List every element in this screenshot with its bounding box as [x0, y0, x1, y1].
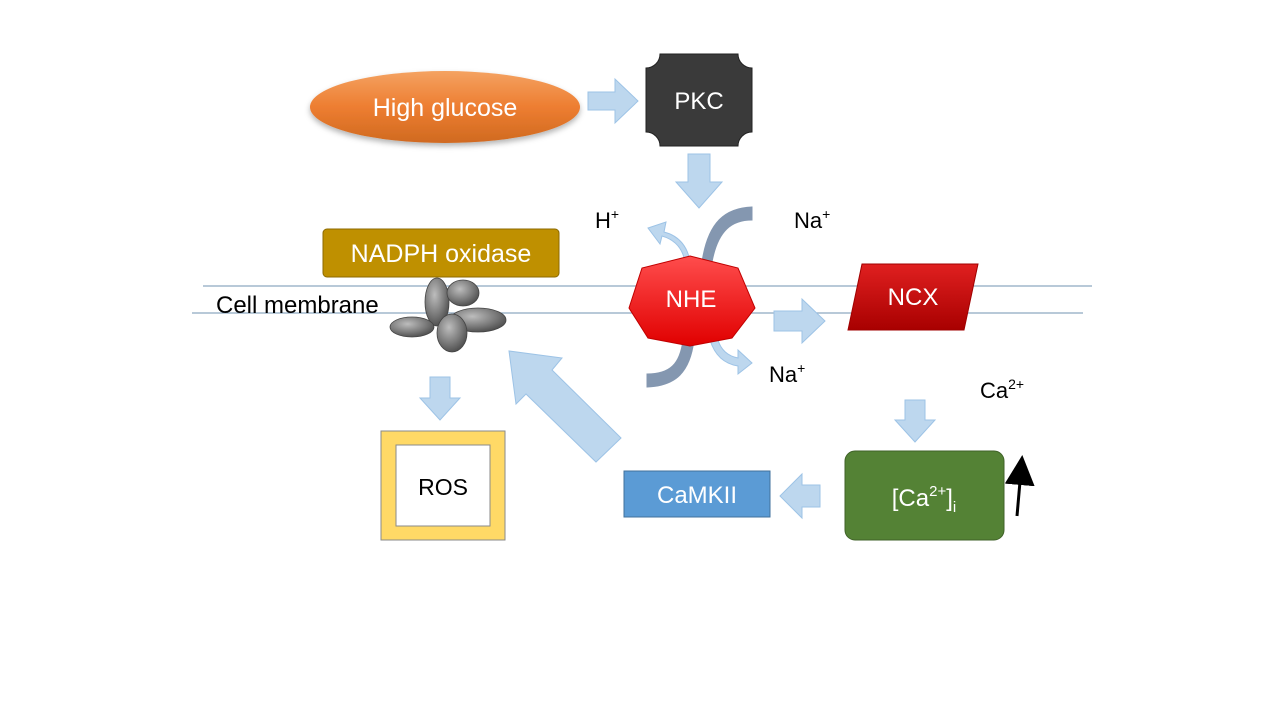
nadph-oxidase-node [322, 228, 560, 278]
arrow-h-plus-in-band [646, 339, 695, 388]
arrow-camkii-to-nadph [508, 350, 622, 463]
arrow-ncx-to-ca [893, 399, 937, 443]
arrow-ca-to-camkii [779, 472, 821, 520]
ca-2plus-label: Ca2+ [980, 376, 1024, 403]
ca-intracellular-label: [Ca2+]i [892, 483, 956, 516]
arrow-na-plus-in-band [701, 206, 753, 263]
ncx-label: NCX [888, 284, 939, 311]
ros-node-inner [395, 444, 491, 527]
ca-intracellular-node [844, 450, 1005, 541]
nhe-label: NHE [666, 286, 717, 313]
cell-membrane-label: Cell membrane [216, 292, 379, 319]
arrow-nhe-to-ncx [773, 297, 826, 345]
high-glucose-label: High glucose [373, 94, 518, 122]
high-glucose-node [310, 71, 580, 143]
ncx-node [847, 263, 979, 331]
camkii-node [623, 470, 771, 518]
pkc-label: PKC [674, 88, 723, 115]
ros-label: ROS [418, 474, 468, 500]
arrow-h-plus-out [647, 221, 691, 263]
arrow-nadph-to-ros [418, 376, 462, 421]
nadph-oxidase-label: NADPH oxidase [351, 240, 532, 268]
nadph-oxidase-subunits [389, 277, 507, 353]
arrow-glucose-to-pkc [587, 77, 639, 125]
pkc-node [645, 53, 753, 147]
arrow-na-plus-out [709, 339, 753, 376]
camkii-label: CaMKII [657, 482, 737, 509]
na-plus-bottom-label: Na+ [769, 360, 805, 387]
nhe-node [628, 255, 756, 347]
arrow-pkc-to-nhe [674, 153, 724, 209]
h-plus-label: H+ [595, 206, 619, 233]
increase-arrow [1004, 455, 1035, 517]
na-plus-top-label: Na+ [794, 206, 830, 233]
